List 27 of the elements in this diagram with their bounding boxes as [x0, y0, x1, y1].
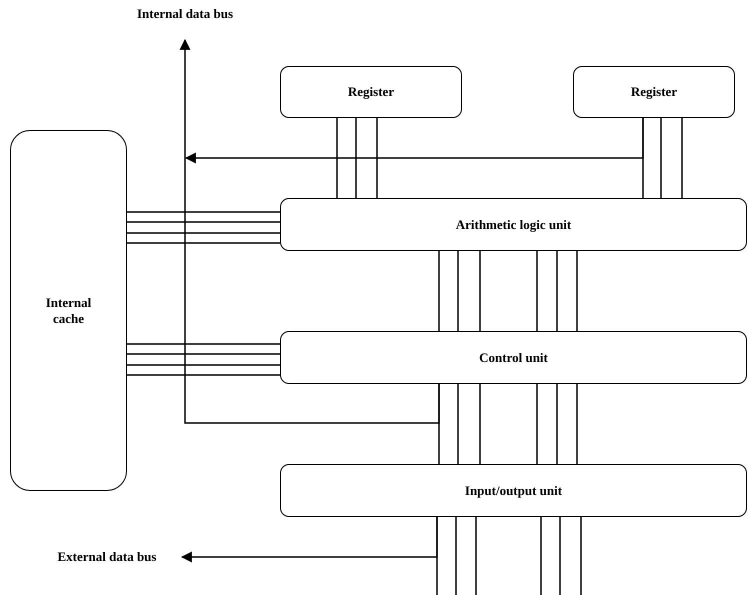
arrow	[184, 118, 644, 164]
bus-lines	[126, 211, 281, 244]
cache-box	[10, 130, 127, 491]
unit-box	[280, 464, 747, 517]
unit-box	[280, 331, 747, 384]
register-box	[280, 66, 462, 118]
bus-lines	[438, 250, 481, 332]
bus-lines	[126, 343, 281, 376]
bus-label: External data bus	[58, 549, 156, 565]
bus-lines	[536, 383, 578, 465]
bus-lines	[336, 117, 378, 199]
bus-lines	[540, 516, 582, 595]
bus-lines	[536, 250, 578, 332]
bus-lines	[438, 383, 481, 465]
box-label: Register	[348, 84, 394, 100]
box-label: Register	[630, 84, 678, 100]
box-label: Control unit	[479, 350, 548, 366]
arrow	[180, 517, 438, 562]
unit-box	[280, 198, 747, 251]
box-label: Arithmetic logic unit	[456, 216, 572, 232]
register-box	[573, 66, 735, 118]
box-label: Internal cache	[44, 294, 92, 326]
bus-label: Internal data bus	[136, 6, 234, 22]
arrow	[180, 38, 440, 424]
box-label: Input/output unit	[464, 482, 562, 498]
bus-lines	[642, 117, 683, 199]
bus-lines	[436, 516, 477, 595]
